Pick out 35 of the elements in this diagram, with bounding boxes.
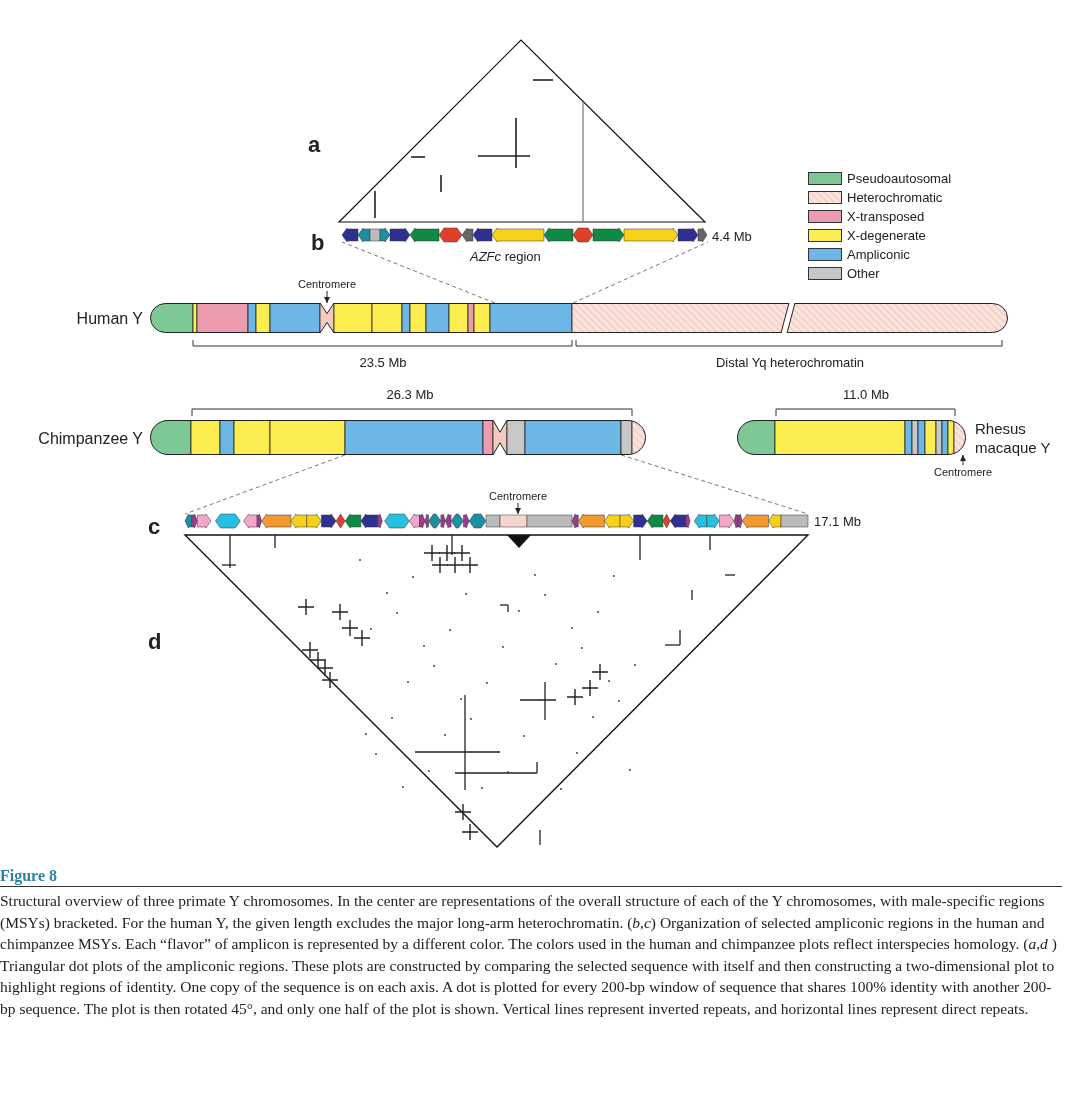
leader-arrow bbox=[324, 290, 330, 304]
legend-label: Other bbox=[847, 266, 880, 281]
legend-label: Ampliconic bbox=[847, 247, 910, 262]
panel-letter: a bbox=[308, 131, 321, 159]
chromosome-label: AZFc region bbox=[470, 248, 541, 266]
figure-title: Figure 8 bbox=[0, 866, 58, 887]
legend-label: Heterochromatic bbox=[847, 190, 943, 205]
chromosome-label: Rhesus macaque Y bbox=[975, 419, 1052, 457]
dimension-label: 11.0 Mb bbox=[842, 386, 890, 404]
legend-label: X-transposed bbox=[847, 209, 925, 224]
centromere-label: Centromere bbox=[483, 489, 553, 503]
centromere-label: Centromere bbox=[928, 465, 998, 479]
leader-arrow bbox=[515, 502, 521, 515]
zoom-guide-line bbox=[341, 241, 496, 304]
chromosome-bar bbox=[737, 420, 966, 455]
amplicon-arrow-bar bbox=[185, 514, 808, 528]
dimension-label: Distal Yq heterochromatin bbox=[714, 354, 866, 372]
chromosome-label: 4.4 Mb bbox=[712, 228, 752, 246]
dimension-label: 23.5 Mb bbox=[358, 354, 408, 372]
figure-caption: Structural overview of three primate Y chromosomes. In the center are representations of the overall structure of each of the Y chromosomes, with male-specific regions (MSYs) bracketed. For the human Y, the given length excludes the major long-arm heterochromatin. (b,c) Organization of selected ampliconic regions in the human and chimpanzee MSYs. Each “flavor” of amplicon is represented by a different color. The colors used in the human and chimpanzee plots reflect interspecies homology. (a,d ) Triangular dot plots of the ampliconic regions. These plots are constructed by comparing the selected sequence with itself and then constructing a two-dimensional plot to highlight regions of identity. One copy of the sequence is on each axis. A dot is plotted for every 200-bp window of sequence that shares 100% identity with another 200-bp sequence. The plot is then rotated 45°, and only one half of the plot is shown. Vertical lines represent inverted repeats, and horizontal lines represent direct repeats. bbox=[0, 891, 1058, 1019]
zoom-guide-line bbox=[572, 241, 709, 304]
panel-letter: c bbox=[148, 513, 161, 541]
chromosome-label: Chimpanzee Y bbox=[38, 429, 143, 449]
dimension-label: 26.3 Mb bbox=[385, 386, 435, 404]
legend-label: X-degenerate bbox=[847, 228, 926, 243]
legend-label: Pseudoautosomal bbox=[847, 171, 952, 186]
panel-letter: d bbox=[148, 628, 162, 656]
centromere-label: Centromere bbox=[292, 277, 362, 291]
chromosome-label: 17.1 Mb bbox=[814, 513, 861, 531]
chromosome-bar bbox=[150, 303, 1008, 333]
amplicon-arrow-bar bbox=[342, 228, 708, 242]
leader-arrow bbox=[960, 454, 966, 466]
panel-letter: b bbox=[311, 229, 325, 257]
chromosome-bar bbox=[150, 420, 646, 455]
chromosome-label: Human Y bbox=[76, 309, 143, 329]
